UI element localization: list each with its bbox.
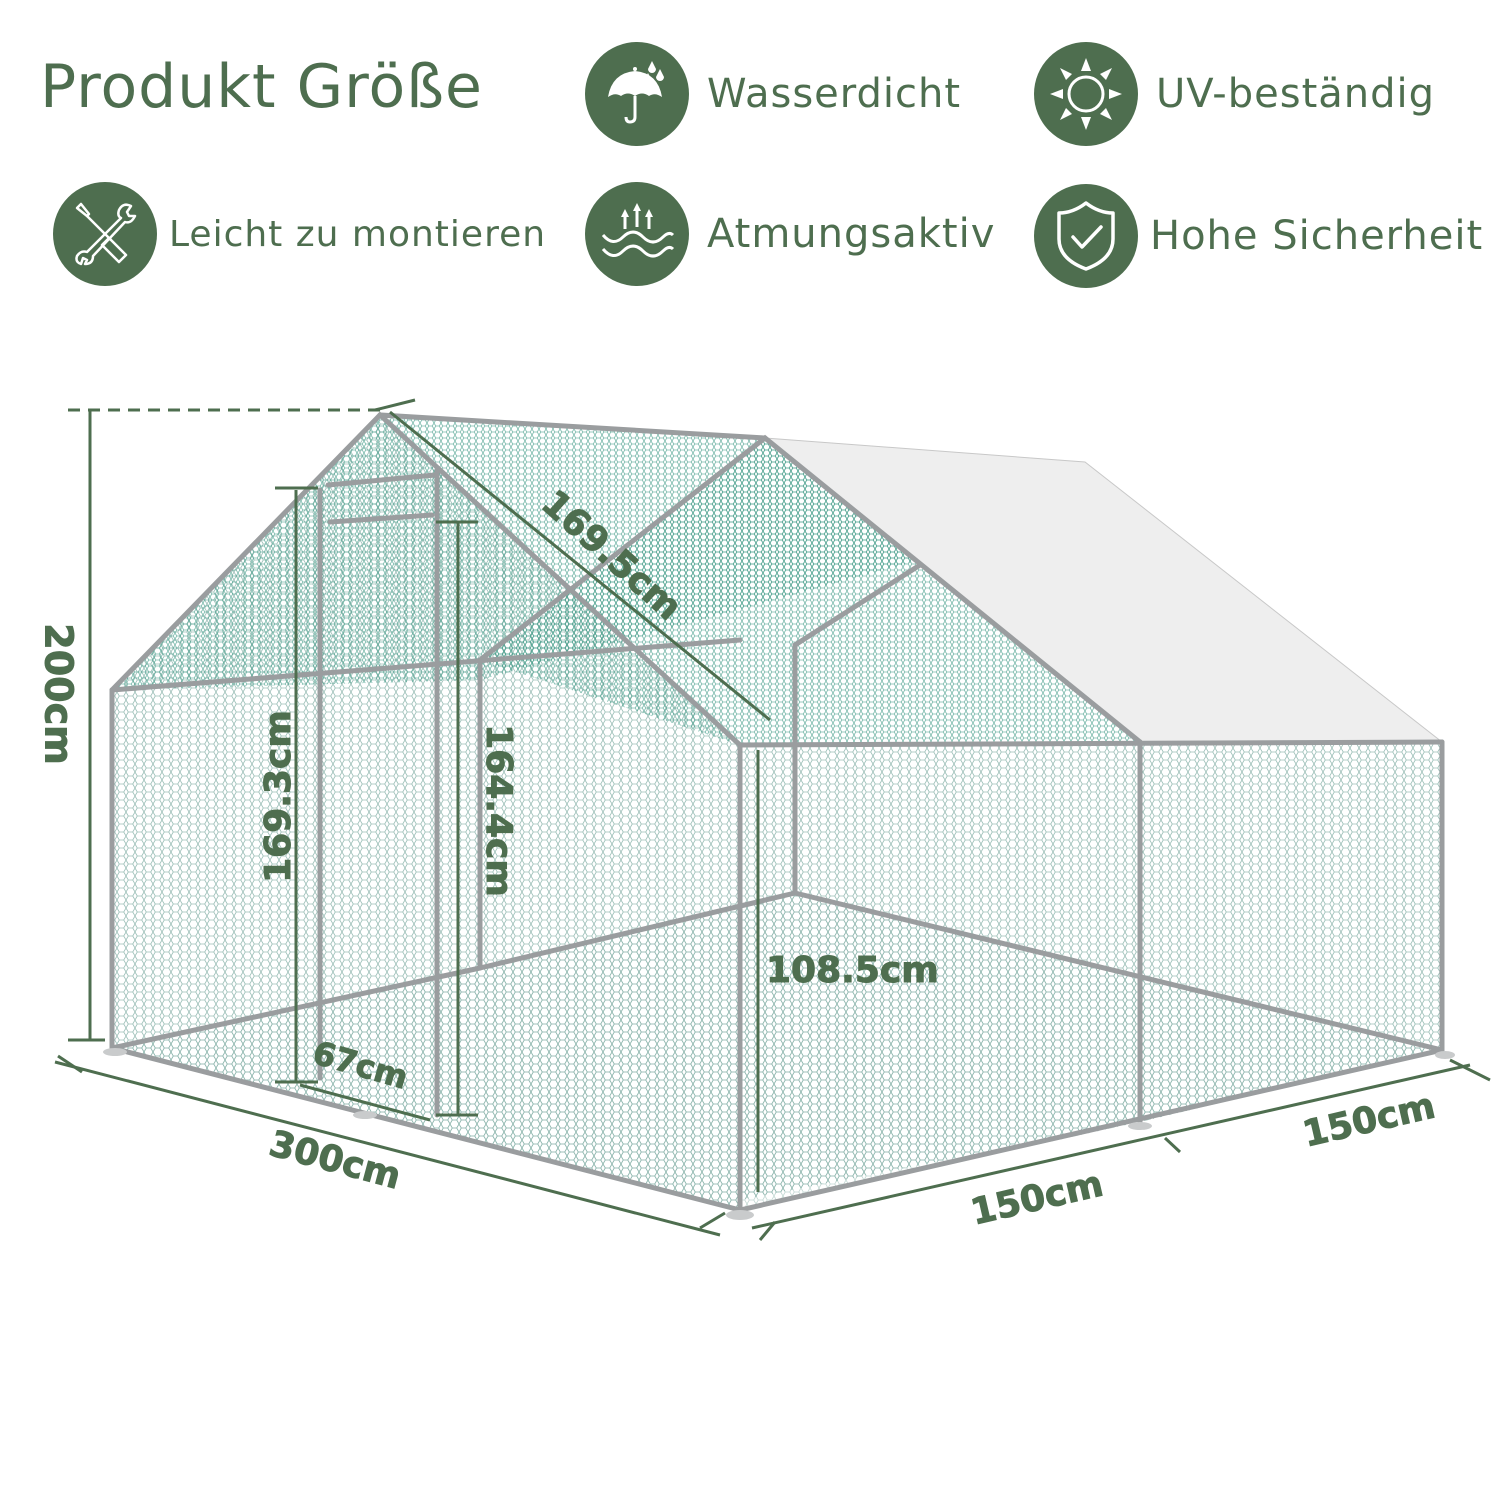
wire-mesh	[112, 415, 1442, 1210]
dim-total-height: 200cm	[36, 623, 81, 765]
breathable-waves-arrows-icon	[585, 182, 689, 286]
feature-label: Leicht zu montieren	[169, 213, 547, 255]
dim-door-frame-height: 169.3cm	[257, 710, 299, 884]
tools-wrench-screwdriver-icon	[53, 182, 157, 286]
feature-uv-resistant: UV-beständig	[1034, 42, 1435, 146]
dim-door-height: 164.4cm	[477, 724, 519, 898]
frame-feet	[103, 1048, 1455, 1220]
feature-breathable: Atmungsaktiv	[585, 182, 995, 286]
page-title: Produkt Größe	[40, 52, 483, 122]
feature-easy-assembly: Leicht zu montieren	[53, 182, 546, 286]
feature-label: UV-beständig	[1156, 71, 1436, 117]
feature-label: Atmungsaktiv	[707, 211, 996, 257]
dim-side-wall-height: 108.5cm	[766, 950, 940, 992]
feature-label: Hohe Sicherheit	[1150, 213, 1484, 259]
umbrella-rain-icon	[585, 42, 689, 146]
dimension-lines	[54, 398, 1491, 1241]
feature-waterproof: Wasserdicht	[585, 42, 961, 146]
sun-icon	[1034, 42, 1138, 146]
feature-high-security: Hohe Sicherheit	[1034, 184, 1483, 288]
feature-label: Wasserdicht	[707, 71, 962, 117]
shield-check-icon	[1034, 184, 1138, 288]
